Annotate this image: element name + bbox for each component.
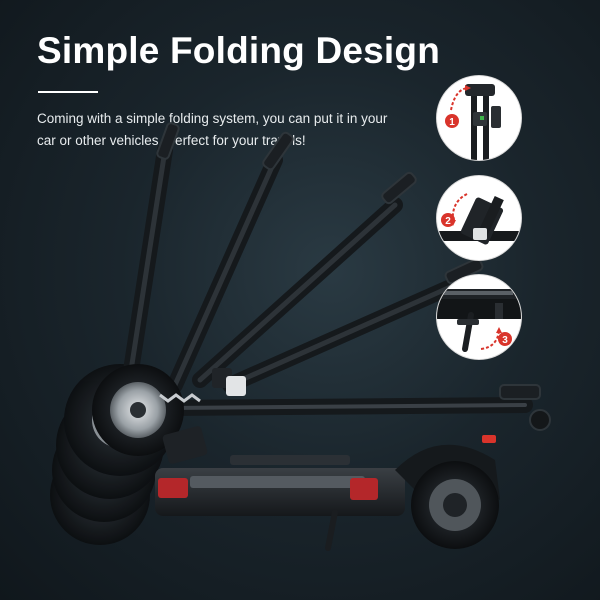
step-badge-3: 3 [498, 332, 512, 346]
handlebars [156, 122, 551, 431]
step-number-1: 1 [449, 117, 455, 128]
rear-wheel [395, 435, 500, 549]
detail-bubble-step-2: 2 [437, 176, 521, 260]
detail-bubble-step-1: 1 [437, 76, 521, 160]
headline: Simple Folding Design [37, 30, 440, 71]
step-badge-1: 1 [445, 114, 459, 128]
hinge-bracket [162, 368, 246, 464]
folding-stems [120, 142, 533, 416]
detail-bubble-step-3: 3 [437, 275, 521, 359]
title-underline [38, 91, 98, 93]
front-wheel [92, 364, 201, 456]
step-badge-2: 2 [441, 213, 455, 227]
step-number-2: 2 [445, 216, 451, 227]
scooter-deck [155, 455, 405, 551]
step-number-3: 3 [502, 335, 508, 346]
